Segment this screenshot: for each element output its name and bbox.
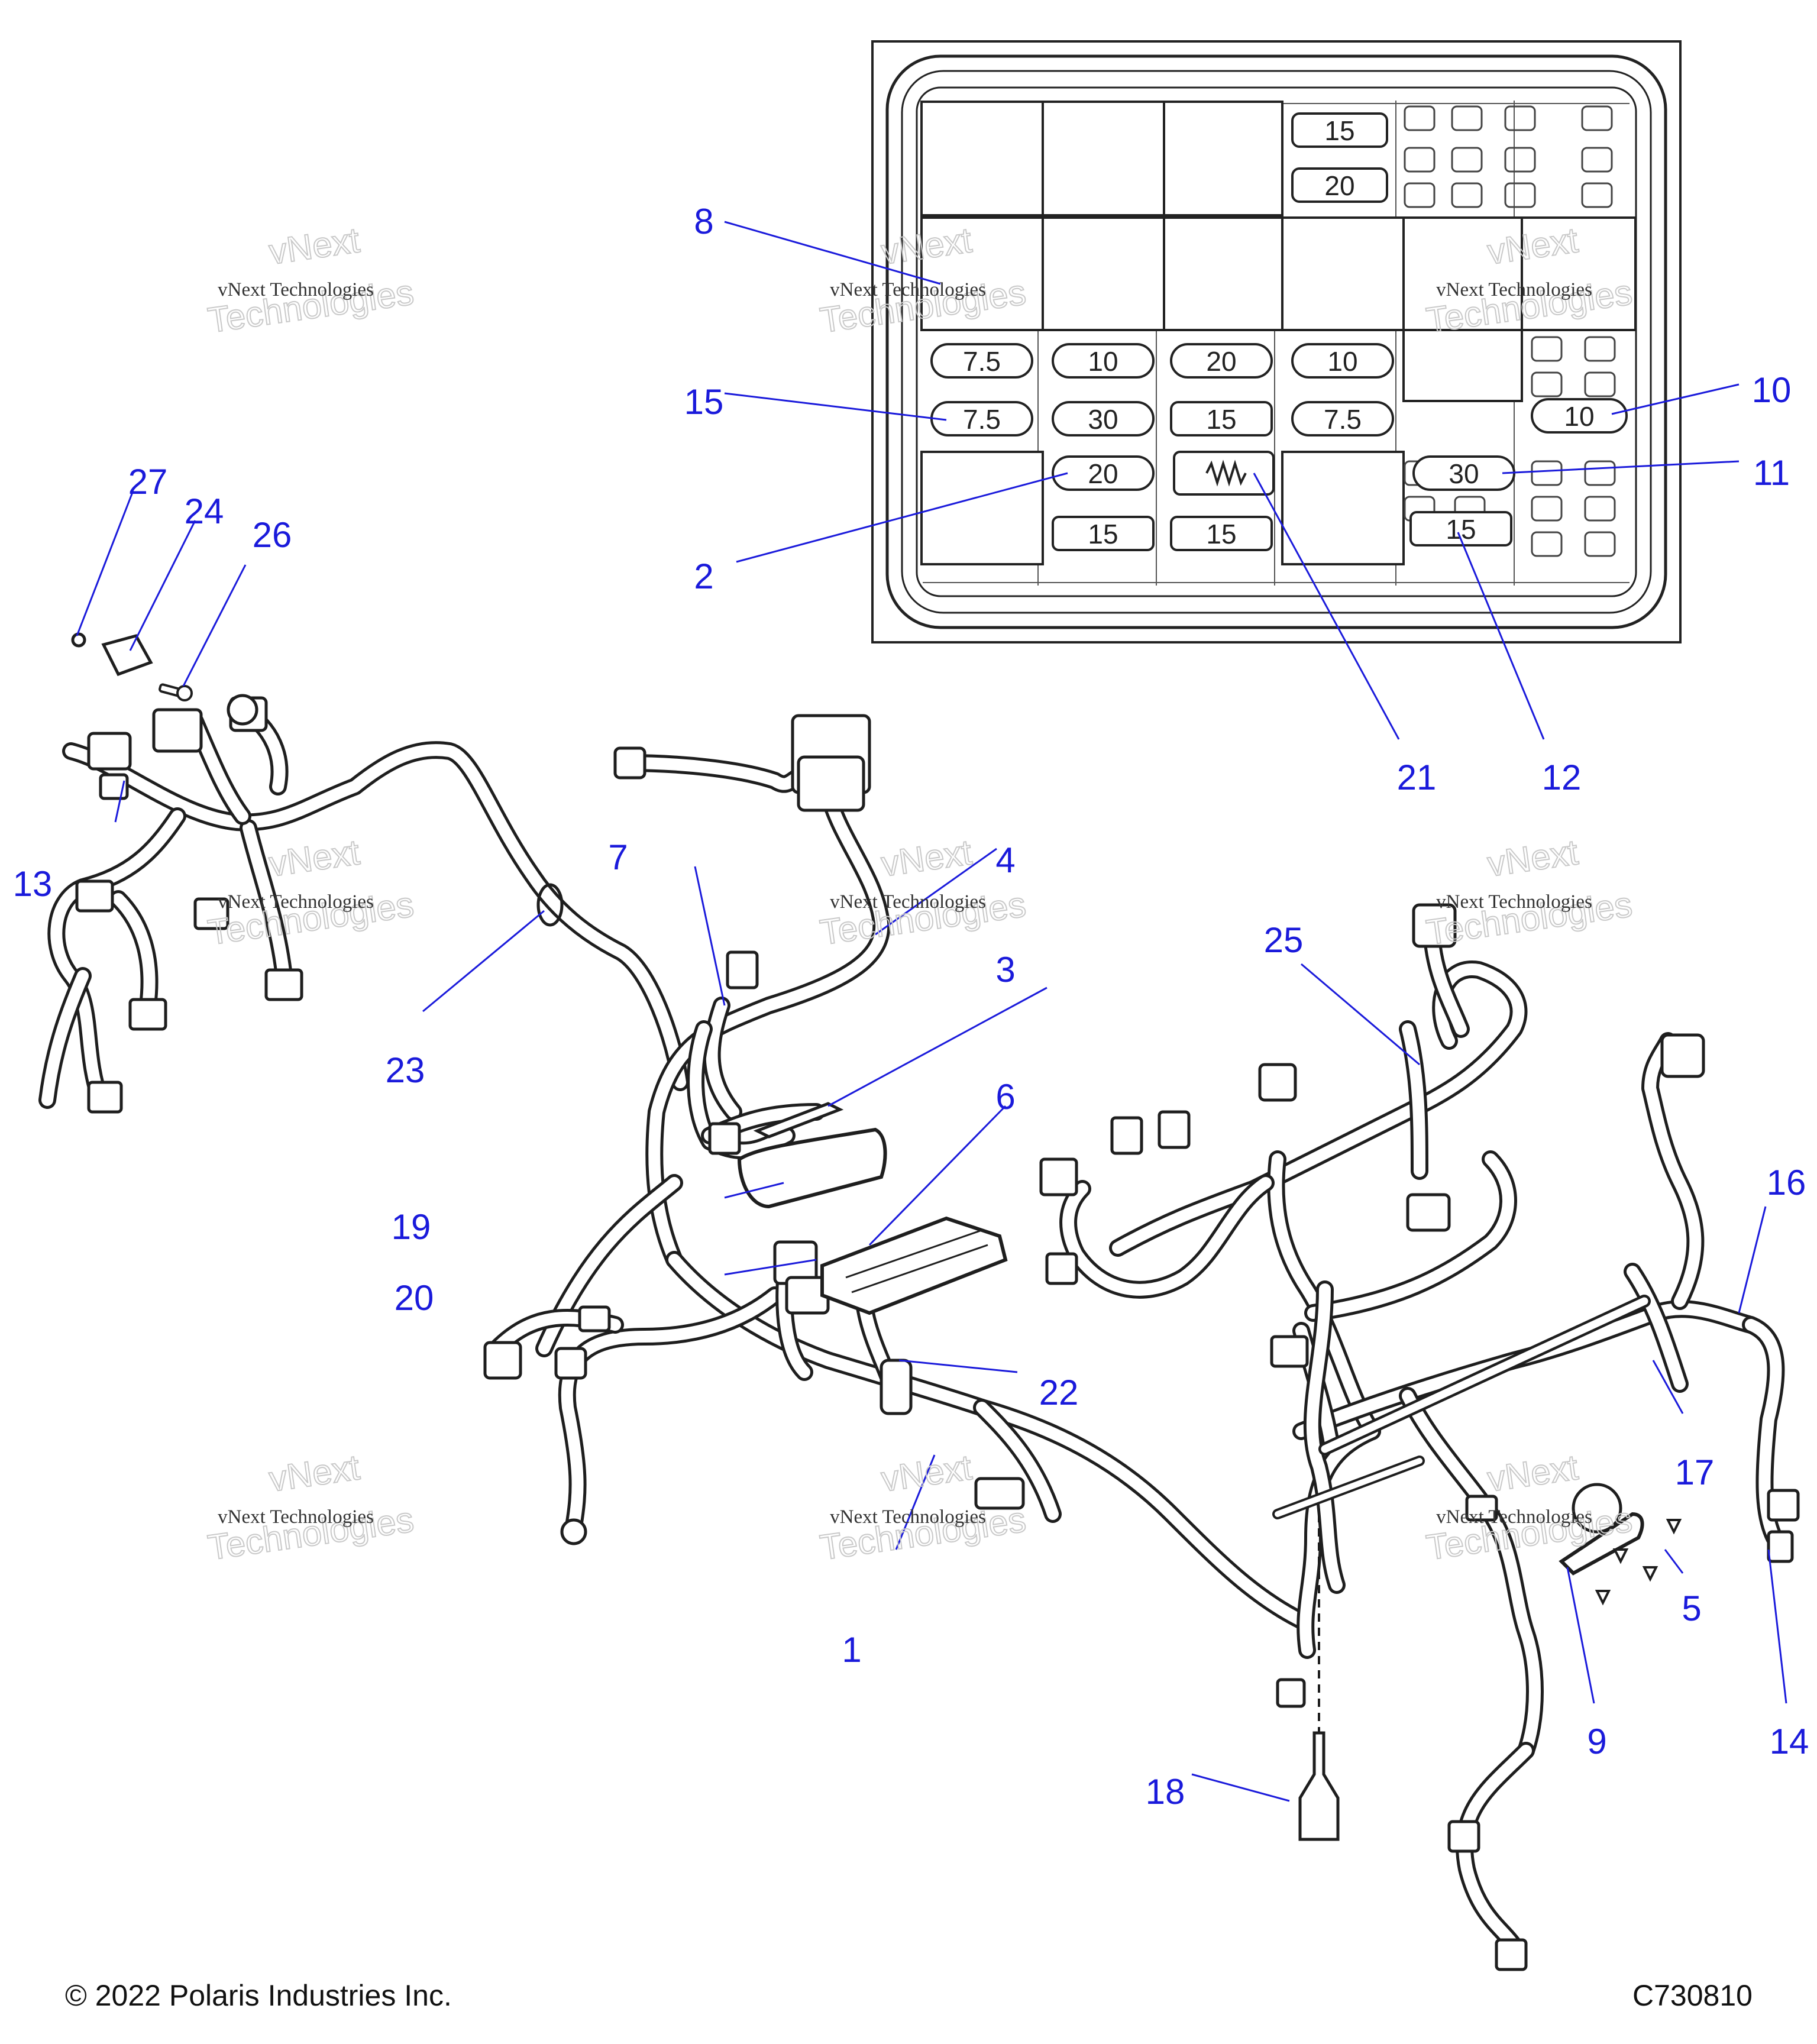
fuse-label: 15: [1324, 115, 1354, 146]
leader-lines: [76, 221, 1787, 1802]
watermark-outline-top: vNext: [267, 832, 363, 884]
callout-number: 7: [608, 837, 628, 877]
callout-number: 8: [694, 202, 713, 241]
watermark-text: vNext Technologies: [1436, 279, 1592, 300]
watermark-outline-top: vNext: [879, 1447, 975, 1499]
fuse-label: 20: [1324, 170, 1354, 201]
fuse-label: 20: [1206, 346, 1236, 377]
fuse-label: 30: [1088, 404, 1118, 435]
watermark-outline-top: vNext: [1485, 832, 1581, 884]
callout-number: 16: [1767, 1163, 1806, 1202]
watermark-text: vNext Technologies: [218, 279, 374, 300]
watermark-outline-top: vNext: [1485, 1447, 1581, 1499]
watermark-text: vNext Technologies: [830, 1506, 986, 1528]
circuit-breaker: [1173, 451, 1275, 496]
watermark-text: vNext Technologies: [218, 891, 374, 913]
fuse-label: 20: [1088, 458, 1118, 489]
callout-number: 23: [386, 1050, 425, 1090]
callout-number: 5: [1682, 1589, 1701, 1628]
fuse-label: 10: [1088, 346, 1118, 377]
callout-number: 27: [128, 462, 168, 502]
fuse-label: 15: [1088, 519, 1118, 549]
watermark-text: vNext Technologies: [830, 279, 986, 300]
fuse-label: 15: [1206, 519, 1236, 549]
callout-number: 18: [1146, 1772, 1185, 1812]
callout-number: 11: [1753, 453, 1790, 493]
watermark-outline-top: vNext: [267, 1447, 363, 1499]
callout-numbers: 1234567891011121314151617181920212223242…: [13, 202, 1809, 1812]
callout-number: 9: [1587, 1722, 1606, 1761]
fuse-label: 7.5: [963, 346, 1001, 377]
callout-number: 24: [185, 491, 224, 531]
callout-number: 4: [995, 840, 1015, 880]
main-harness: [483, 714, 1310, 1629]
watermark-text: vNext Technologies: [218, 1506, 374, 1528]
callout-number: 3: [995, 950, 1015, 989]
callout-number: 20: [395, 1278, 434, 1318]
fuse-label: 7.5: [1324, 404, 1362, 435]
watermark-text: vNext Technologies: [830, 891, 986, 913]
fuse-label: 10: [1327, 346, 1357, 377]
upper-left-harness: [38, 632, 689, 1114]
fuse-label: 15: [1206, 404, 1236, 435]
callout-number: 14: [1770, 1722, 1809, 1761]
callout-number: 21: [1397, 758, 1437, 797]
callout-number: 26: [253, 515, 292, 555]
callout-number: 6: [995, 1077, 1015, 1117]
callout-number: 13: [13, 864, 53, 904]
callout-number: 19: [392, 1207, 431, 1247]
copyright-text: © 2022 Polaris Industries Inc.: [65, 1979, 452, 2012]
callout-number: 12: [1542, 758, 1582, 797]
watermark-outline-top: vNext: [879, 832, 975, 884]
callout-number: 25: [1264, 920, 1304, 960]
drawing-number: C730810: [1632, 1979, 1753, 2012]
watermark-outline-top: vNext: [267, 220, 363, 272]
fuse-label: 30: [1449, 458, 1479, 489]
callout-number: 10: [1752, 370, 1792, 410]
callout-number: 2: [694, 557, 713, 596]
fuse-label: 10: [1564, 401, 1594, 432]
fuse-label: 7.5: [963, 404, 1001, 435]
watermark-text: vNext Technologies: [1436, 891, 1592, 913]
right-harness: [1039, 903, 1800, 1971]
callout-number: 22: [1039, 1373, 1079, 1412]
callout-number: 17: [1675, 1453, 1715, 1492]
callout-number: 1: [842, 1630, 861, 1670]
watermark-text: vNext Technologies: [1436, 1506, 1592, 1528]
callout-number: 15: [684, 382, 724, 422]
